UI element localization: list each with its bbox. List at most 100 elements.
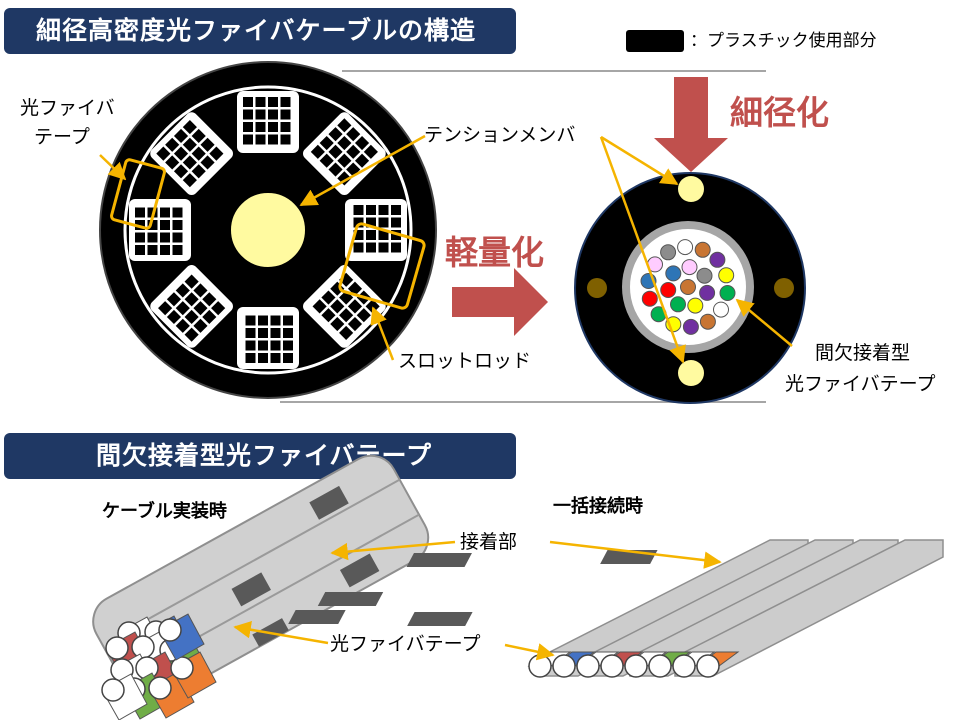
cable-fiber xyxy=(699,313,716,330)
fiber-face xyxy=(158,618,182,642)
fiber-tape-cell xyxy=(160,232,170,243)
bundled-ribbon-illustration xyxy=(92,454,430,720)
fiber-face xyxy=(105,636,129,660)
fiber-tape-cell xyxy=(172,245,183,255)
fiber-tape-cell xyxy=(378,205,389,215)
fiber-tape-cell xyxy=(354,135,370,151)
fiber-tape-cell xyxy=(353,242,364,253)
slot-opening xyxy=(303,112,386,195)
fiber-tape-cell xyxy=(193,318,208,333)
fiber-tape-cell xyxy=(337,153,352,168)
tape-callout-right xyxy=(504,643,555,661)
fiber-tape-cell xyxy=(255,109,266,120)
fiber-tape-cell xyxy=(255,97,266,107)
bundled-fiber-ends xyxy=(101,613,217,720)
cable-fiber xyxy=(681,259,698,276)
fiber-tape-cell xyxy=(353,205,364,215)
thinner-down-arrow xyxy=(654,77,728,172)
fiber-tape-cell xyxy=(172,232,183,243)
flat-ribbon-strip xyxy=(674,539,944,677)
fiber-face xyxy=(528,654,552,678)
mass-splice-label: 一括接続時 xyxy=(553,496,643,517)
fiber-tape-cell xyxy=(175,318,190,333)
fiber-tape-cell xyxy=(243,122,253,132)
fiber-tape-label-line2: テープ xyxy=(34,126,90,148)
fiber-tape-cell xyxy=(283,353,293,363)
lighter-right-arrow xyxy=(452,268,548,336)
fiber-tape-cell xyxy=(258,353,268,363)
fiber-face xyxy=(648,654,672,678)
cable-fiber xyxy=(699,284,716,301)
flat-ribbon-strips xyxy=(539,539,944,677)
fiber-tape-cell xyxy=(270,340,281,351)
fiber-tape-cell xyxy=(328,162,343,177)
fiber-face xyxy=(131,635,155,659)
fiber-tape-cell xyxy=(391,217,401,228)
cable-fiber xyxy=(687,297,704,314)
mounted-label: ケーブル実装時 xyxy=(102,501,227,522)
fiber-tape-cell xyxy=(328,144,343,159)
slot-opening xyxy=(303,265,386,348)
fiber-tape-cell xyxy=(366,242,376,253)
fiber-tape-cell xyxy=(135,207,145,218)
cable-fiber xyxy=(641,290,658,307)
fiber-tape-cell xyxy=(337,118,352,133)
fiber-tape-highlight xyxy=(110,158,166,230)
rip-cord-right xyxy=(774,278,794,298)
fiber-tape-cell xyxy=(172,220,183,230)
fiber-tape-cell xyxy=(321,290,336,305)
fiber-tape-cell xyxy=(135,245,145,255)
tension-member-top xyxy=(678,176,704,202)
intermittent-ribbon-callout xyxy=(735,298,793,347)
bond-part-mark xyxy=(407,612,473,626)
fiber-slot xyxy=(303,112,386,195)
fiber-tape-label-line1: 光ファイバ xyxy=(20,97,115,119)
fiber-slot xyxy=(129,199,191,261)
fiber-tape-cell xyxy=(135,232,145,243)
fiber-tape-cell xyxy=(268,109,278,120)
fiber-tape-cell xyxy=(258,315,268,326)
fiber-tape-cell xyxy=(366,205,376,215)
fiber-tape-cell xyxy=(283,315,293,326)
flat-ribbon-illustration xyxy=(288,539,944,678)
plastic-legend-swatch xyxy=(626,30,684,52)
fiber-tape-cell xyxy=(280,134,291,145)
tension-member-core xyxy=(229,191,307,269)
fiber-tape-cell xyxy=(184,327,199,342)
slot-rod-callout xyxy=(370,306,395,361)
cable-fiber xyxy=(677,239,694,256)
cable-fiber-group xyxy=(640,239,736,335)
fiber-end xyxy=(101,673,148,720)
fiber-face xyxy=(600,654,624,678)
lighter-label: 軽量化 xyxy=(445,233,544,272)
bond-part-mark xyxy=(288,610,346,624)
fiber-end xyxy=(158,613,205,661)
cable-fiber xyxy=(670,296,686,313)
plastic-legend-label: ：プラスチック使用部分 xyxy=(690,31,877,51)
fiber-face xyxy=(576,654,600,678)
cable-fiber xyxy=(665,265,682,282)
fiber-tape-cell xyxy=(378,242,389,253)
fiber-face xyxy=(672,654,696,678)
fiber-tape-cell xyxy=(255,122,266,132)
bond-part-mark xyxy=(309,485,349,520)
intermittent-label-line2: 光ファイバテープ xyxy=(785,373,936,395)
fiber-slot xyxy=(237,307,299,369)
fiber-tape-cell xyxy=(245,328,256,338)
fiber-tape-cell xyxy=(321,308,336,323)
bond-part-mark xyxy=(406,553,472,567)
fiber-slot xyxy=(237,91,299,153)
fiber-tape-cell xyxy=(258,328,268,338)
fiber-tape-cell xyxy=(245,340,256,351)
cable-fiber xyxy=(682,318,699,335)
fiber-tape-cell xyxy=(366,230,376,240)
fiber-tape-cell xyxy=(258,340,268,351)
bond-part-mark xyxy=(231,572,271,607)
fiber-tape-cell xyxy=(255,134,266,145)
fiber-face xyxy=(552,654,576,678)
fiber-tape-cell xyxy=(147,245,158,255)
cable-fiber xyxy=(718,267,735,284)
thinner-label: 細径化 xyxy=(730,93,829,132)
structure-section-banner: 細径高密度光ファイバケーブルの構造 xyxy=(4,8,516,54)
